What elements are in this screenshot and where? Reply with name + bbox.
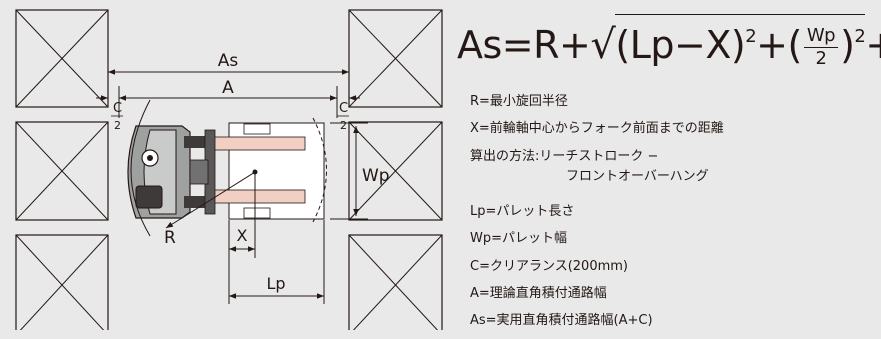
aisle-width-diagram: As A C 2 C 2 Wp R X Lp (15, 9, 443, 330)
legend-text: C=クリアランス(200mm) (470, 258, 628, 274)
pallet-center-dot (252, 169, 258, 175)
formula-tail: +C (865, 23, 881, 67)
storage-box-left-bottom (15, 234, 109, 330)
label-c-right: C (339, 101, 348, 116)
legend-item: Lp=パレット長さ (470, 202, 724, 229)
storage-box-left-top (15, 9, 109, 108)
label-a: A (222, 78, 234, 98)
label-x: X (237, 226, 248, 245)
legend-text: A=理論直角積付通路幅 (470, 285, 607, 301)
turning-radius-arc (130, 99, 151, 237)
formula-lhs: As=R+ (457, 23, 591, 67)
label-c-right-denominator: 2 (340, 119, 347, 132)
label-as: As (218, 51, 239, 71)
storage-box-right-top (348, 9, 443, 108)
legend-text: R=最小旋回半径 (470, 94, 568, 109)
legend-text-continued: フロントオーバーハング (566, 168, 709, 184)
label-r: R (164, 228, 176, 248)
legend-text: As=実用直角積付通路幅(A+C) (470, 313, 653, 329)
legend-item: Wp=パレット幅 (470, 229, 724, 256)
formula-exponent-2: 2 (854, 26, 866, 47)
formula-close-paren: ) (840, 23, 855, 67)
radical-sign: √ (590, 22, 616, 68)
formula-plus: + (756, 23, 788, 67)
legend-item: C=クリアランス(200mm) (470, 257, 724, 284)
fraction-numerator: Wp (803, 25, 839, 48)
legend-text: Wp=パレット幅 (470, 231, 567, 247)
legend-item: X=前輪軸中心からフォーク前面までの距離 (470, 119, 724, 146)
aisle-width-formula: As=R+√(Lp−X)2+(Wp2)2+C (457, 14, 881, 75)
legend-text: Lp=パレット長さ (470, 203, 575, 219)
legend-item: 算出の方法:リーチストローク − フロントオーバーハング (470, 147, 724, 202)
legend-item: R=最小旋回半径 (470, 92, 724, 119)
label-lp: Lp (266, 274, 285, 293)
legend-item: A=理論直角積付通路幅 (470, 284, 724, 311)
formula-exponent-1: 2 (745, 26, 757, 47)
legend-list: R=最小旋回半径 X=前輪軸中心からフォーク前面までの距離 算出の方法:リーチス… (470, 92, 724, 339)
legend-item: As=実用直角積付通路幅(A+C) (470, 311, 724, 338)
legend-text: X=前輪軸中心からフォーク前面までの距離 (470, 121, 724, 137)
storage-box-left-middle (15, 121, 109, 221)
legend-text: 算出の方法:リーチストローク − (470, 148, 659, 164)
label-c-left: C (113, 101, 122, 116)
formula-open-paren: ( (787, 23, 803, 67)
storage-box-right-bottom (348, 234, 443, 330)
dimension-lines (96, 69, 368, 304)
formula-term-lp-x: (Lp−X) (615, 23, 746, 67)
fraction-denominator: 2 (815, 48, 827, 69)
label-wp: Wp (362, 166, 390, 186)
storage-box-right-middle (348, 121, 443, 221)
forklift (127, 125, 216, 219)
label-c-left-denominator: 2 (114, 119, 121, 132)
